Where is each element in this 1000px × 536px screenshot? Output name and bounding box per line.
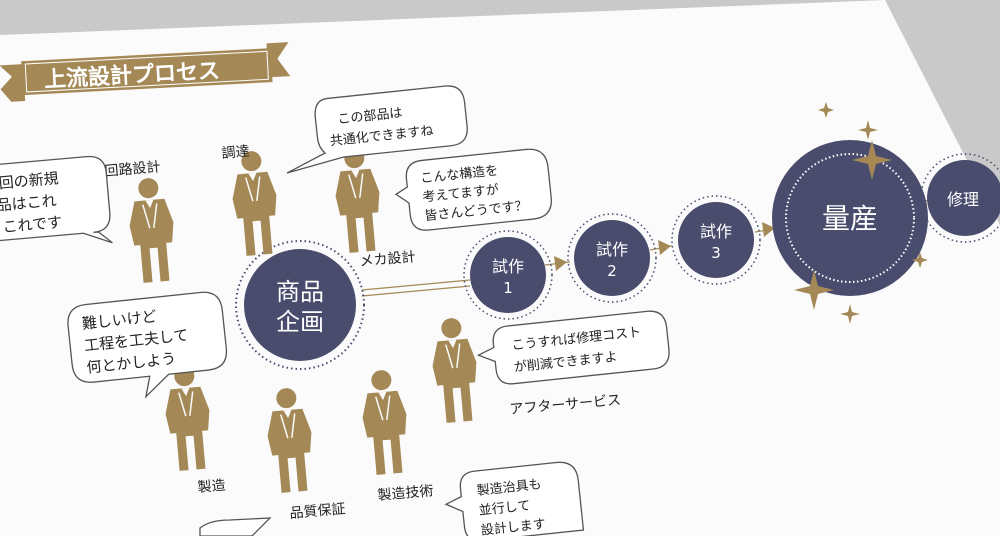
connector-lines	[361, 199, 931, 297]
node-shisaku-1-line1: 試作	[492, 257, 524, 276]
bubble-meka: こんな構造を 考えてますが 皆さんどうです？	[394, 148, 552, 231]
role-kairo: 回路設計	[104, 159, 161, 180]
node-shisaku-3-line2: 3	[711, 244, 721, 262]
bubble-kairo: 回の新規 品はこれ これです	[0, 155, 113, 244]
bubble-seizo-gijutsu-line2: 並行して	[478, 499, 531, 519]
node-shisaku-2-line2: 2	[607, 262, 617, 280]
sparkle-icon	[840, 304, 860, 324]
bubble-seizo: 難しいけど 工程を工夫して 何とかしよう	[67, 291, 228, 399]
bubble-seizo-gijutsu: 製造治具も 並行して 設計します	[444, 461, 585, 536]
role-seizo: 製造	[197, 478, 226, 496]
node-shisaku-1: 試作 1	[463, 230, 553, 320]
node-shisaku-2-line1: 試作	[596, 240, 628, 259]
sparkle-icon	[852, 140, 892, 180]
node-ryosan-label: 量産	[822, 202, 878, 235]
bubble-after: こうすれば修理コスト が削減できますよ	[476, 310, 670, 385]
role-chotatsu: 調達	[221, 144, 250, 162]
node-shisaku-3-line1: 試作	[700, 222, 732, 241]
node-kikaku: 商品 企画	[235, 240, 365, 370]
node-shisaku-2: 試作 2	[567, 213, 657, 303]
role-meka: メカ設計	[359, 249, 416, 270]
node-shisaku-1-line2: 1	[503, 279, 513, 297]
sparkle-icon	[858, 120, 878, 140]
role-seizo-gijutsu: 製造技術	[377, 483, 434, 504]
node-kikaku-line1: 商品	[276, 278, 324, 306]
sparkle-icon	[818, 102, 834, 118]
node-kikaku-line2: 企画	[276, 308, 324, 336]
node-shuri-label: 修理	[947, 190, 979, 209]
bubble-kairo-line1: 回の新規	[0, 169, 59, 192]
bubble-chotatsu-line1: この部品は	[337, 106, 403, 128]
sparkle-icons	[794, 102, 928, 324]
bubble-kairo-line3: これです	[2, 213, 63, 236]
node-shisaku-3: 試作 3	[671, 195, 761, 285]
bubble-kairo-line2: 品はこれ	[0, 191, 57, 214]
arrow-icon	[554, 256, 567, 271]
node-ryosan: 量産	[772, 140, 928, 296]
bubble-seizo-gijutsu-line1: 製造治具も	[476, 477, 542, 499]
sparkle-icon	[794, 270, 834, 310]
arrow-icon	[762, 222, 775, 237]
role-hinshitsu: 品質保証	[289, 501, 346, 522]
bubble-chotatsu: この部品は 共通化できますね	[286, 85, 468, 174]
bubble-partial-bottom	[199, 517, 272, 536]
arrow-icon	[658, 240, 671, 255]
node-shuri: 修理	[920, 153, 1000, 243]
sparkle-icon	[912, 252, 928, 268]
